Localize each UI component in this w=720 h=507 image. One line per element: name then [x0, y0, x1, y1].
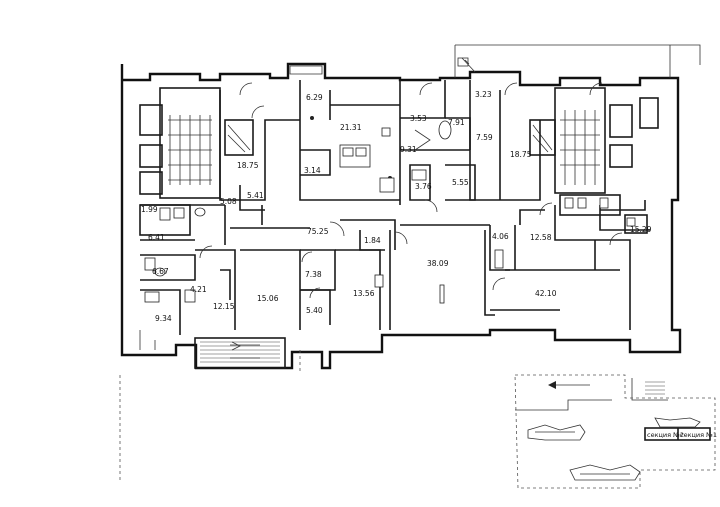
room-label: 6.29: [306, 93, 323, 102]
lower-fixtures: [144, 249, 504, 304]
room-label: 5.08: [220, 197, 237, 206]
room-label: 18.75: [237, 161, 259, 170]
site-lines: [119, 350, 301, 480]
room-label: 1.84: [364, 236, 381, 245]
key-plan: секция №2 секция №1: [514, 374, 717, 489]
roof-lines: [289, 44, 701, 78]
room-label: 9.34: [155, 314, 172, 323]
room-label: 15.29: [630, 225, 652, 234]
room-label: 3.53: [410, 114, 427, 123]
room-label: 1.99: [141, 205, 158, 214]
room-label: 12.58: [530, 233, 552, 242]
room-label: 5.40: [306, 306, 323, 315]
room-label: 9.31: [400, 145, 417, 154]
room-label: 3.23: [475, 90, 492, 99]
room-label: 5.55: [452, 178, 469, 187]
building-outline: [120, 62, 682, 370]
room-label: 42.10: [535, 289, 557, 298]
room-label: 5.41: [247, 191, 264, 200]
right-wc-fixtures: [559, 194, 648, 234]
room-label: 4.21: [190, 285, 207, 294]
entrance-ramp: [194, 337, 668, 401]
left-stair-block: [139, 87, 254, 199]
section-2-label: секция №2: [647, 431, 684, 439]
room-label: 75.25: [307, 227, 329, 236]
room-label: 7.91: [448, 118, 465, 127]
room-label: 6.67: [152, 267, 169, 276]
building-footprint-upper: [527, 424, 586, 441]
room-labels: 6.29 21.31 3.53 7.91 3.23 18.75 18.75 7.…: [141, 90, 652, 323]
door-swings: [199, 82, 623, 299]
room-label: 6.41: [148, 233, 165, 242]
room-label: 12.15: [213, 302, 235, 311]
kitchen-fixtures: [310, 116, 395, 193]
corridor-walls: [140, 200, 650, 330]
room-label: 3.14: [304, 166, 321, 175]
bath-fixtures: [411, 120, 452, 181]
building-footprint-lower: [569, 464, 641, 481]
room-label: 4.06: [492, 232, 509, 241]
arrow-left-icon: [548, 381, 590, 389]
left-wc-fixtures: [139, 204, 206, 236]
section-1-label: секция №1: [680, 431, 717, 439]
lower-interior-walls: [140, 230, 560, 335]
room-label: 15.06: [257, 294, 279, 303]
right-stair-block: [529, 87, 659, 194]
room-label: 18.75: [510, 150, 532, 159]
room-label: 38.09: [427, 259, 449, 268]
room-label: 13.56: [353, 289, 375, 298]
room-label: 7.38: [305, 270, 322, 279]
upper-interior-walls: [219, 80, 541, 211]
room-label: 21.31: [340, 123, 362, 132]
section-labels: секция №2 секция №1: [644, 417, 717, 441]
room-label: 7.59: [476, 133, 493, 142]
room-label: 3.76: [415, 182, 432, 191]
